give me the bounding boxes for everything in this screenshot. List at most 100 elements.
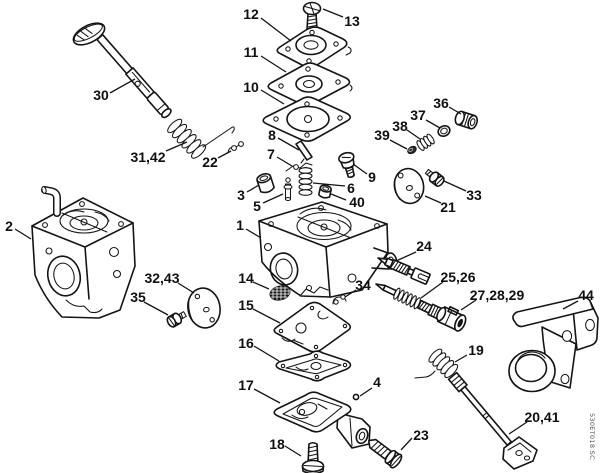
part-label-5: 5	[253, 198, 261, 214]
part-gasket-16	[275, 350, 352, 382]
part-label-7: 7	[267, 146, 275, 162]
part-label-9: 9	[368, 169, 376, 185]
part-plug-40	[317, 184, 332, 199]
part-screw-35	[166, 311, 187, 328]
leader-line-32,43	[177, 282, 195, 294]
leader-line-34	[344, 289, 357, 298]
part-screw-23	[368, 438, 403, 469]
part-label-35: 35	[130, 289, 146, 305]
part-label-33: 33	[466, 187, 482, 203]
part-label-10: 10	[243, 79, 259, 95]
part-carburetor-body-2	[31, 186, 136, 319]
leader-line-7	[276, 156, 293, 167]
leader-line-14	[252, 281, 270, 290]
leader-line-39	[389, 139, 408, 150]
leader-line-6	[312, 182, 346, 187]
leader-line-44	[562, 300, 579, 310]
part-label-31,42: 31,42	[130, 149, 165, 165]
part-label-23: 23	[413, 427, 429, 443]
part-spring-38	[416, 133, 435, 151]
leader-line-37	[425, 119, 441, 129]
leader-line-20,41	[508, 421, 528, 435]
part-valve-seat-39	[407, 145, 417, 155]
part-label-44: 44	[578, 287, 594, 303]
part-pin-8	[295, 140, 313, 161]
part-label-30: 30	[93, 87, 109, 103]
part-inlet-screen-14	[268, 284, 292, 302]
part-disc-32-43	[187, 287, 221, 329]
part-label-15: 15	[238, 297, 254, 313]
leader-line-17	[253, 388, 281, 404]
leader-line-1	[245, 228, 262, 239]
leader-line-5	[262, 193, 284, 204]
parts-layer	[31, 1, 599, 473]
part-pump-cover-17	[273, 391, 371, 449]
part-label-32,43: 32,43	[144, 270, 179, 286]
part-label-6: 6	[347, 180, 355, 196]
leader-line-19	[454, 354, 468, 363]
part-label-1: 1	[236, 217, 244, 233]
leader-line-24	[395, 251, 417, 262]
part-label-24: 24	[416, 238, 432, 254]
part-spring-19	[414, 348, 459, 379]
leader-line-22	[217, 150, 232, 159]
leader-line-35	[143, 301, 169, 316]
leader-line-16	[253, 345, 280, 362]
leader-line-30	[109, 78, 136, 94]
leader-line-18	[284, 445, 302, 457]
leader-line-10	[260, 89, 285, 105]
leader-line-40	[330, 193, 347, 201]
part-clip-22	[227, 141, 244, 154]
part-rod-20-41	[447, 371, 538, 470]
leader-line-8	[277, 137, 300, 151]
part-spring-31-42	[167, 118, 235, 159]
part-label-39: 39	[374, 127, 390, 143]
part-label-12: 12	[243, 6, 259, 22]
part-label-27,28,29: 27,28,29	[470, 287, 525, 303]
part-label-17: 17	[238, 377, 254, 393]
part-label-21: 21	[440, 199, 456, 215]
part-choke-lever-30	[72, 22, 172, 119]
part-label-22: 22	[202, 154, 218, 170]
part-lever-7	[285, 158, 313, 172]
leader-line-25,26	[420, 281, 444, 299]
part-label-34: 34	[355, 277, 371, 293]
part-label-37: 37	[410, 107, 426, 123]
part-label-38: 38	[392, 118, 408, 134]
part-cover-disc-21	[393, 167, 425, 205]
part-ball-4	[352, 393, 360, 401]
part-spring-6	[298, 166, 313, 196]
leader-line-12	[260, 17, 292, 42]
leader-line-21	[424, 195, 442, 204]
leader-line-23	[400, 437, 413, 451]
leader-line-2	[14, 228, 32, 240]
leader-line-3	[246, 184, 260, 193]
part-label-2: 2	[5, 218, 13, 234]
leader-line-36	[448, 106, 462, 115]
part-label-18: 18	[269, 436, 285, 452]
part-screw-9	[338, 151, 355, 178]
leader-line-31,42	[165, 141, 188, 152]
part-limiter-cap-27-28-29	[436, 305, 467, 332]
part-o-ring-37	[437, 125, 451, 137]
leader-line-27,28,29	[460, 299, 477, 311]
part-label-19: 19	[468, 342, 484, 358]
part-label-13: 13	[344, 13, 360, 29]
part-label-40: 40	[349, 194, 365, 210]
leader-line-38	[406, 129, 421, 140]
leader-line-4	[359, 387, 373, 397]
part-screw-18	[301, 441, 325, 473]
part-inlet-needle-5	[283, 177, 293, 202]
part-label-14: 14	[238, 270, 254, 286]
part-diaphragm-cover-12	[276, 26, 352, 68]
leader-line-13	[322, 8, 344, 18]
part-label-4: 4	[373, 374, 381, 390]
leader-line-9	[352, 163, 368, 175]
part-label-8: 8	[268, 127, 276, 143]
leader-line-33	[443, 180, 467, 192]
part-adjusting-screw-24	[377, 257, 431, 285]
part-label-20,41: 20,41	[524, 409, 559, 425]
part-label-36: 36	[433, 95, 449, 111]
part-gasket-11	[267, 62, 353, 106]
